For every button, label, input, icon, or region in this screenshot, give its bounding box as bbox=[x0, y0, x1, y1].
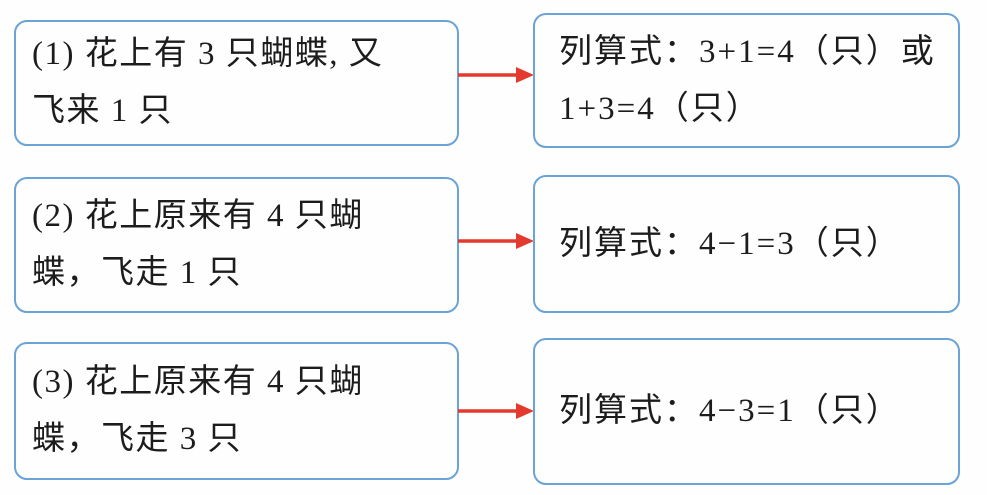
arrow-right-icon bbox=[457, 230, 535, 252]
problem-box-3: (3) 花上原来有 4 只蝴 蝶，飞走 3 只 bbox=[14, 342, 459, 480]
problem-1-line-1: (1) 花上有 3 只蝴蝶, 又 bbox=[32, 36, 384, 72]
answer-box-3: 列算式：4−3=1（只） bbox=[533, 338, 960, 485]
answer-1-line-2: 1+3=4（只） bbox=[559, 90, 761, 127]
problem-2-line-2: 蝶，飞走 1 只 bbox=[32, 255, 242, 291]
answer-2-line-1: 列算式：4−1=3（只） bbox=[559, 225, 901, 262]
problem-3-line-2: 蝶，飞走 3 只 bbox=[32, 421, 242, 457]
problem-box-1: (1) 花上有 3 只蝴蝶, 又 飞来 1 只 bbox=[14, 20, 459, 146]
arrow-right-icon bbox=[457, 64, 535, 86]
answer-box-2: 列算式：4−1=3（只） bbox=[533, 175, 960, 313]
answer-box-1: 列算式：3+1=4（只）或 1+3=4（只） bbox=[533, 13, 960, 148]
answer-3-line-1: 列算式：4−3=1（只） bbox=[559, 393, 901, 429]
arrow-right-icon bbox=[457, 400, 535, 422]
answer-1-line-1: 列算式：3+1=4（只）或 bbox=[559, 33, 936, 70]
problem-box-2: (2) 花上原来有 4 只蝴 蝶，飞走 1 只 bbox=[14, 177, 459, 313]
problem-2-line-1: (2) 花上原来有 4 只蝴 bbox=[32, 198, 364, 234]
problem-3-line-1: (3) 花上原来有 4 只蝴 bbox=[32, 364, 364, 400]
problem-1-line-2: 飞来 1 只 bbox=[32, 93, 173, 129]
